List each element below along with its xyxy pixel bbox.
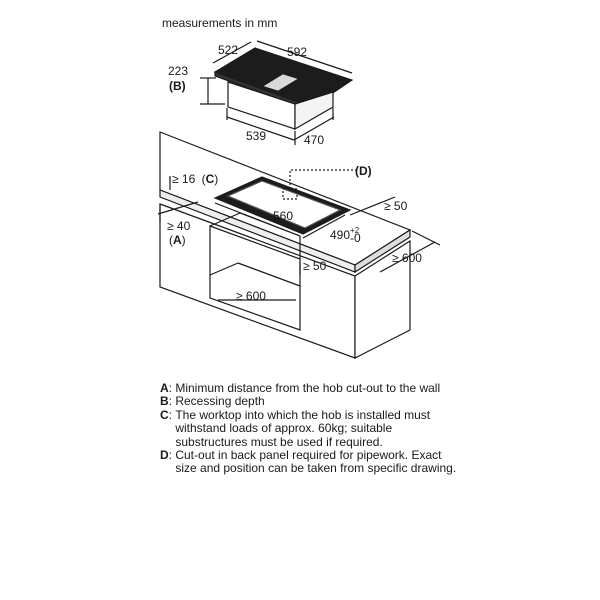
- legend-item-d: D: Cut-out in back panel required for pi…: [160, 448, 460, 476]
- hob-depth-label: 522: [218, 43, 238, 57]
- hob-recess-key: (B): [169, 79, 186, 93]
- inner-clearance-label: ≥ 50: [303, 259, 327, 273]
- legend-key: A: [160, 381, 169, 395]
- installation-diagram: measurements in mm 522 592 223 (B) 539 4…: [157, 16, 441, 359]
- cutout-tol-minus: -0: [350, 231, 361, 245]
- cabinet-opening: [209, 225, 301, 331]
- cutout-depth-group: 490+2: [330, 226, 360, 242]
- cabinet-width-label: ≥ 600: [236, 289, 266, 303]
- cutout-width-label: 560: [273, 209, 293, 223]
- hob-height-label: 223: [168, 64, 188, 78]
- legend-key: C: [160, 407, 169, 422]
- worktop-key-open: (: [202, 172, 206, 186]
- hob-vent: [263, 74, 298, 91]
- legend-key: D: [160, 448, 169, 463]
- cutout-tol-plus: +2: [350, 226, 360, 235]
- side-clearance-label: ≥ 50: [384, 199, 408, 213]
- legend-text: Cut-out in back panel required for pipew…: [175, 448, 457, 476]
- front-key-open: (: [169, 233, 173, 247]
- hob-width-label: 592: [287, 45, 307, 59]
- legend-item-b: B: Recessing depth: [160, 394, 265, 409]
- measurements-title: measurements in mm: [162, 16, 277, 30]
- legend-text: Recessing depth: [175, 394, 265, 409]
- cabinet-drawing: [157, 131, 441, 359]
- worktop-thickness-label: ≥ 16: [172, 172, 196, 186]
- legend-item-a: A: Minimum distance from the hob cut-out…: [160, 381, 441, 395]
- worktop-right-edge: [354, 228, 411, 274]
- hob-body-width-label: 539: [246, 129, 266, 143]
- cutout-inner: [226, 180, 342, 229]
- legend: A: Minimum distance from the hob cut-out…: [160, 381, 460, 476]
- worktop-key: C: [206, 172, 215, 186]
- hob-drawing: [200, 40, 354, 145]
- front-key-group: (A): [169, 233, 186, 247]
- legend-item-c: C: The worktop into which the hob is ins…: [160, 407, 460, 449]
- legend-text: The worktop into which the hob is instal…: [175, 407, 431, 449]
- hob-body-side: [294, 91, 334, 131]
- cutout-depth-base: 490: [330, 228, 350, 242]
- worktop-key-close: ): [214, 172, 218, 186]
- worktop-thickness-group: ≥ 16 (C): [172, 172, 218, 186]
- front-distance-label: ≥ 40: [167, 219, 191, 233]
- hob-body-depth-label: 470: [304, 133, 324, 147]
- front-key: A: [173, 233, 182, 247]
- legend-key: B: [160, 394, 169, 409]
- worktop-depth-label: ≥ 600: [392, 251, 422, 265]
- front-key-close: ): [182, 233, 186, 247]
- back-panel-key: (D): [355, 164, 372, 178]
- legend-text: Minimum distance from the hob cut-out to…: [175, 381, 441, 395]
- cabinet-side: [354, 239, 411, 359]
